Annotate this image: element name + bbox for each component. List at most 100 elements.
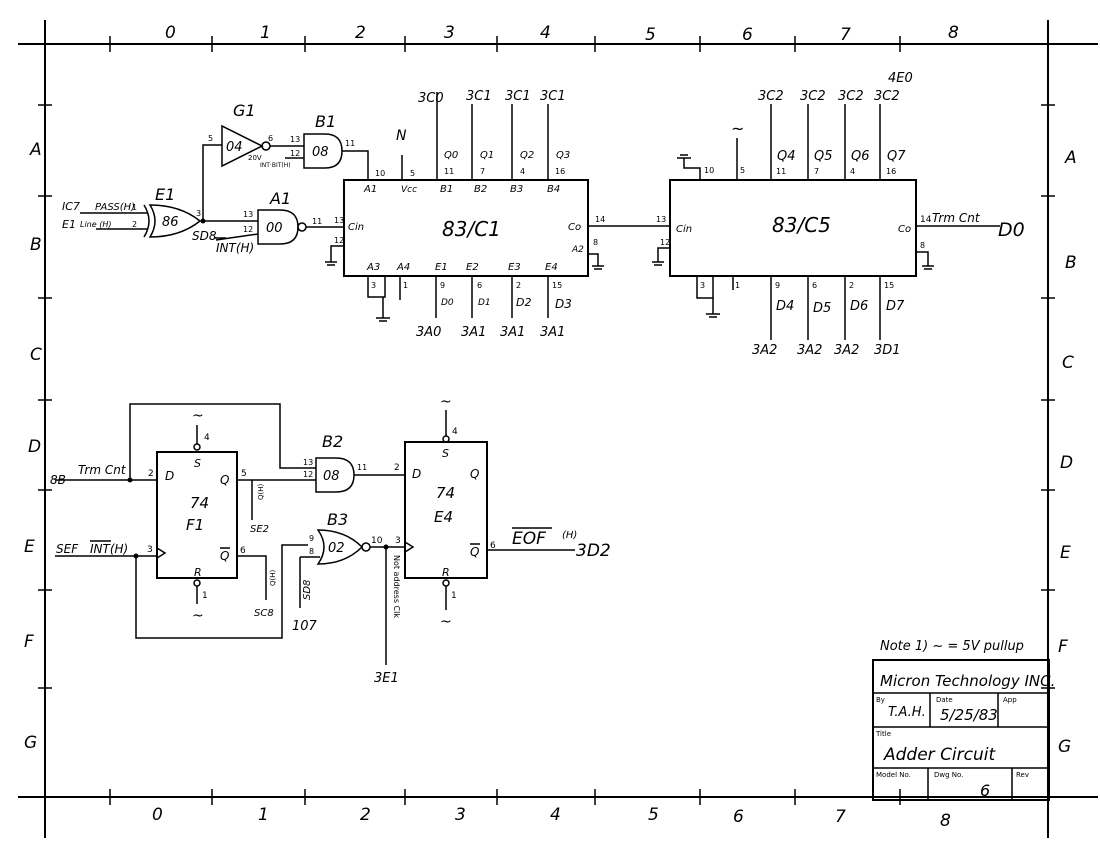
pin-label: E3 bbox=[508, 262, 521, 273]
pin-label: Q0 bbox=[444, 150, 458, 161]
pin-label: A4 bbox=[396, 262, 410, 273]
pullup-symbol: ~ bbox=[440, 394, 452, 410]
field-label: Dwg No. bbox=[934, 771, 963, 779]
pin-label: Q bbox=[470, 545, 479, 559]
signal-dest: D0 bbox=[998, 219, 1025, 241]
pin-label: Q6 bbox=[851, 149, 870, 164]
pin-label: A3 bbox=[366, 262, 380, 273]
col-label: 0 bbox=[152, 805, 163, 825]
signal-label: E1 bbox=[62, 218, 76, 231]
row-label: E bbox=[1060, 543, 1071, 563]
signal-label: 107 bbox=[292, 619, 318, 634]
pin-label: B1 bbox=[440, 184, 453, 195]
pin-label: Q bbox=[470, 467, 479, 481]
signal-label: 4E0 bbox=[888, 71, 913, 86]
pin-number: 16 bbox=[886, 167, 896, 176]
input-logic: IC7 PASS(H) 1 E1 Line (H) 2 86 E1 3 5 04… bbox=[62, 101, 369, 255]
signal-label: 3C1 bbox=[540, 89, 566, 104]
pin-number: 12 bbox=[334, 236, 344, 245]
gate-type: 00 bbox=[266, 221, 283, 236]
author: T.A.H. bbox=[888, 705, 926, 720]
row-label: A bbox=[29, 140, 42, 160]
gate-ref: E1 bbox=[155, 185, 175, 204]
signal-label: 3A0 bbox=[416, 325, 441, 340]
pin-label: Co bbox=[568, 222, 581, 233]
pin-number: 2 bbox=[394, 463, 400, 473]
adder-chip-c1: 83/C1 A1 Vcc B1 B2 B3 B4 Cin Co A2 A3 A4… bbox=[325, 89, 605, 340]
row-label: G bbox=[24, 733, 37, 753]
row-label: C bbox=[30, 345, 42, 365]
pin-number: 12 bbox=[243, 225, 253, 234]
pin-number: 5 bbox=[740, 166, 745, 175]
pin-number: 1 bbox=[451, 591, 457, 601]
pin-number: 6 bbox=[477, 281, 482, 290]
signal-label: Q(H) bbox=[257, 483, 265, 500]
row-label: F bbox=[1058, 637, 1068, 657]
row-label: A bbox=[1064, 148, 1077, 168]
pin-number: 5 bbox=[208, 134, 213, 143]
pin-number: 6 bbox=[812, 281, 817, 290]
inverter-gate-g1: 04 G1 6 20V INT·BIT(H) bbox=[221, 101, 291, 169]
pin-number: 3 bbox=[395, 536, 401, 546]
field-label: Model No. bbox=[876, 771, 911, 779]
pin-number: 13 bbox=[656, 215, 666, 224]
gate-type: 04 bbox=[226, 140, 243, 155]
pin-label: E1 bbox=[435, 262, 448, 273]
pin-number: 7 bbox=[814, 167, 819, 176]
pin-label: Q2 bbox=[520, 150, 534, 161]
pin-number: 7 bbox=[480, 167, 485, 176]
col-label: 4 bbox=[540, 23, 551, 43]
signal-label: SE2 bbox=[250, 524, 269, 535]
signal-label: 3A2 bbox=[797, 343, 822, 358]
pin-label: Cin bbox=[348, 222, 364, 233]
row-label: C bbox=[1062, 353, 1074, 373]
pin-label: Cin bbox=[676, 224, 692, 235]
pin-label: Q1 bbox=[480, 150, 494, 161]
col-label: 0 bbox=[165, 23, 176, 43]
pin-label: Vcc bbox=[401, 185, 417, 195]
pin-number: 11 bbox=[776, 167, 786, 176]
pin-number: 4 bbox=[520, 167, 525, 176]
signal-label: 3C2 bbox=[874, 89, 900, 104]
chip-name: 74 bbox=[436, 484, 455, 502]
gate-ref: B1 bbox=[315, 112, 336, 131]
col-label: 7 bbox=[840, 25, 851, 45]
signal-label: Trm Cnt bbox=[932, 211, 981, 225]
pin-number: 9 bbox=[775, 281, 780, 290]
pin-number: 13 bbox=[290, 135, 300, 144]
pin-label: B3 bbox=[510, 184, 523, 195]
col-label: 7 bbox=[835, 807, 846, 827]
pin-number: 8 bbox=[309, 547, 314, 556]
pin-label: E2 bbox=[466, 262, 479, 273]
pin-label: D bbox=[412, 467, 421, 481]
signal-label: 3E1 bbox=[374, 671, 399, 686]
pin-number: 13 bbox=[334, 216, 344, 225]
pin-label: B2 bbox=[474, 184, 487, 195]
col-label: 6 bbox=[733, 807, 744, 827]
pin-number: 3 bbox=[196, 209, 201, 218]
pin-number: 4 bbox=[452, 427, 458, 437]
signal-label: Line (H) bbox=[80, 220, 111, 229]
gate-ref: B2 bbox=[322, 432, 343, 451]
signal-label: SD8 bbox=[192, 229, 217, 243]
col-label: 5 bbox=[648, 805, 659, 825]
signal-label: 3A1 bbox=[540, 325, 565, 340]
field-label: By bbox=[876, 696, 885, 704]
pullup-symbol: ~ bbox=[440, 614, 452, 630]
pin-number: 11 bbox=[357, 463, 367, 472]
pin-number: 3 bbox=[700, 281, 705, 290]
pin-number: 5 bbox=[410, 169, 415, 178]
chip-name: 74 bbox=[190, 494, 209, 512]
pin-number: 14 bbox=[595, 215, 605, 224]
signal-label: 3C1 bbox=[466, 89, 492, 104]
signal-label: INT(H) bbox=[216, 241, 254, 255]
pin-label: A1 bbox=[363, 184, 377, 195]
pin-label: D3 bbox=[555, 297, 572, 311]
chip-name: 83/C1 bbox=[442, 217, 501, 241]
signal-label: 3C0 bbox=[418, 91, 444, 106]
pin-number: 13 bbox=[303, 458, 313, 467]
pin-label: D6 bbox=[850, 299, 868, 314]
field-label: Date bbox=[936, 696, 953, 704]
signal-source: SEF bbox=[56, 542, 79, 556]
row-label: D bbox=[28, 437, 41, 457]
